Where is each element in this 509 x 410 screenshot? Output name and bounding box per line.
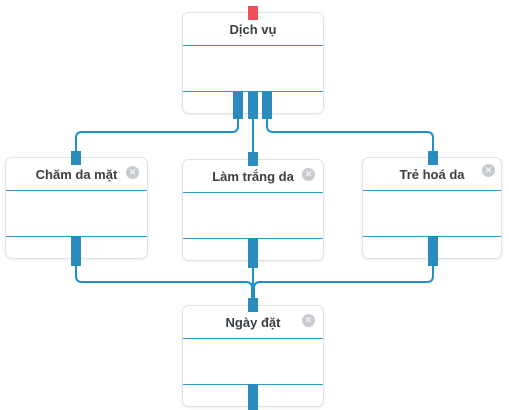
node-title: Dịch vụ [229, 22, 277, 37]
node-title: Làm trắng da [212, 169, 294, 184]
input-port-tre-hoa-da[interactable] [428, 151, 438, 165]
close-icon[interactable]: ✕ [302, 314, 315, 327]
wire-root-to-cham-da-mat [75, 117, 239, 152]
output-port-tre-hoa-da-next[interactable] [428, 236, 438, 266]
wire-root-to-tre-hoa-da [266, 117, 434, 152]
node-title: Ngày đặt [225, 315, 281, 330]
node-divider [183, 338, 323, 339]
node-divider [6, 190, 147, 191]
close-icon[interactable]: ✕ [302, 168, 315, 181]
input-port-cham-da-mat[interactable] [71, 151, 81, 165]
output-port-cham-da-mat[interactable] [233, 91, 243, 119]
input-port-ngay-dat[interactable] [248, 298, 258, 312]
output-port-ngay-dat[interactable] [248, 384, 258, 410]
output-port-lam-trang-da-next[interactable] [248, 238, 258, 268]
output-port-lam-trang-da[interactable] [248, 91, 258, 119]
wire-cham-da-mat-to-ngay-dat [75, 264, 253, 302]
input-port-dich-vu[interactable] [248, 6, 258, 20]
output-port-tre-hoa-da[interactable] [262, 91, 272, 119]
node-divider [183, 45, 323, 46]
close-icon[interactable]: ✕ [482, 164, 495, 177]
node-divider [183, 192, 323, 193]
node-title: Trẻ hoá da [399, 167, 465, 182]
node-tre-hoa-da[interactable]: Trẻ hoá da ✕ [362, 157, 502, 259]
input-port-lam-trang-da[interactable] [248, 152, 258, 166]
wire-tre-hoa-da-to-ngay-dat [253, 264, 434, 302]
output-port-cham-da-mat-next[interactable] [71, 236, 81, 266]
node-divider [363, 190, 501, 191]
node-title: Chăm da mặt [35, 167, 118, 182]
close-icon[interactable]: ✕ [126, 166, 139, 179]
